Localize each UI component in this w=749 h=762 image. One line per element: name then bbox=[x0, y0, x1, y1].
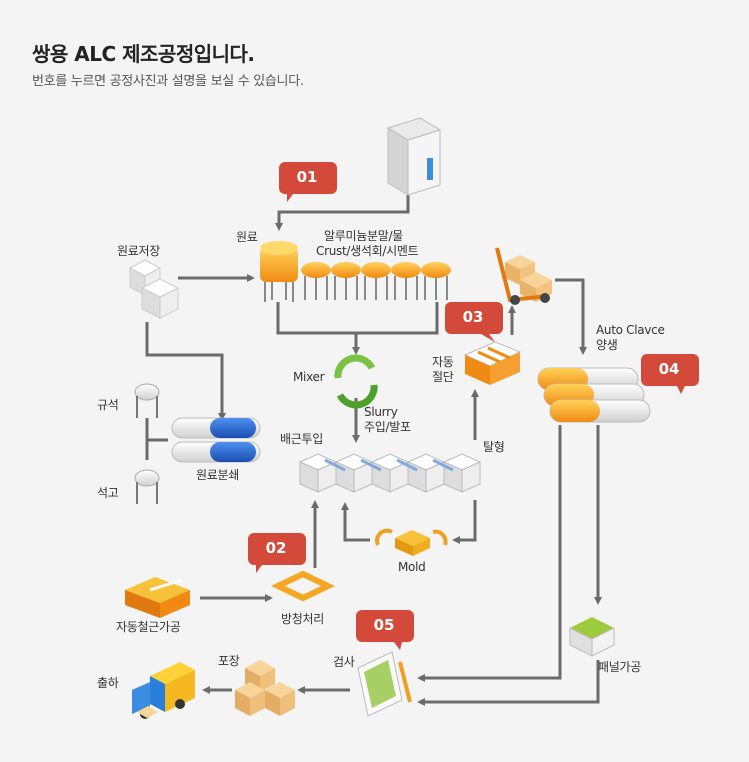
auto-cut-icon bbox=[463, 341, 522, 385]
hand-truck-icon bbox=[495, 247, 552, 305]
mold-icon bbox=[375, 528, 448, 556]
label-raw-storage: 원료저장 bbox=[117, 244, 160, 258]
label-autoclave-1: Auto Clavce bbox=[596, 323, 665, 337]
label-slurry-1: Slurry bbox=[364, 405, 398, 419]
label-batch-input: 배근투입 bbox=[280, 432, 323, 446]
packing-boxes-icon bbox=[235, 660, 295, 716]
label-additives-1: 알루미늄분말/물 bbox=[324, 229, 403, 243]
step-badge-03[interactable]: 03 bbox=[445, 302, 503, 342]
step-badge-02[interactable]: 02 bbox=[248, 533, 306, 573]
additive-silos-icon bbox=[301, 262, 451, 300]
label-mixer: Mixer bbox=[293, 370, 325, 384]
mixer-icon bbox=[334, 354, 378, 409]
silica-tank-icon bbox=[134, 383, 160, 418]
step-badge-label: 02 bbox=[265, 539, 287, 557]
step-badge-label: 01 bbox=[296, 168, 318, 186]
step-badge-label: 03 bbox=[462, 308, 484, 326]
step-badge-01[interactable]: 01 bbox=[279, 162, 337, 202]
label-raw-material: 원료 bbox=[236, 230, 258, 244]
label-slurry-2: 주입/발포 bbox=[364, 420, 411, 434]
anticorrosion-frame-icon bbox=[271, 570, 335, 602]
label-shipping: 출하 bbox=[97, 676, 119, 690]
label-auto-cut-1: 자동 bbox=[432, 355, 454, 369]
label-additives-2: Crust/생석회/시멘트 bbox=[316, 244, 419, 258]
grinding-mill-icon bbox=[171, 417, 261, 463]
truck-icon bbox=[132, 662, 195, 719]
flow-arrows bbox=[145, 195, 602, 706]
page-subtitle: 번호를 누르면 공정사진과 설명을 보실 수 있습니다. bbox=[32, 74, 304, 89]
step-badge-05[interactable]: 05 bbox=[356, 610, 414, 650]
label-raw-grinding: 원료분쇄 bbox=[196, 468, 239, 482]
rebar-machine-icon bbox=[125, 577, 190, 618]
batch-molds-icon bbox=[298, 453, 482, 493]
label-auto-cut-2: 절단 bbox=[432, 370, 454, 384]
step-badge-label: 05 bbox=[373, 616, 395, 634]
server-icon bbox=[386, 117, 442, 196]
label-autoclave-2: 양생 bbox=[596, 338, 618, 352]
autoclave-icon bbox=[537, 367, 651, 423]
raw-storage-icon bbox=[128, 259, 180, 319]
label-inspection: 검사 bbox=[333, 655, 355, 669]
label-demold: 탈형 bbox=[483, 440, 505, 454]
label-panel-processing: 패널가공 bbox=[598, 660, 641, 674]
step-badge-label: 04 bbox=[658, 360, 680, 378]
step-badge-04[interactable]: 04 bbox=[641, 354, 699, 394]
panel-box-icon bbox=[569, 617, 615, 657]
label-packing: 포장 bbox=[218, 654, 240, 668]
label-gypsum: 석고 bbox=[97, 486, 119, 500]
inspection-document-icon bbox=[357, 651, 412, 717]
label-mold: Mold bbox=[398, 560, 426, 574]
gypsum-tank-icon bbox=[134, 469, 160, 504]
raw-silo-icon bbox=[260, 241, 298, 302]
label-rebar-processing: 자동철근가공 bbox=[116, 620, 181, 634]
label-silica: 규석 bbox=[97, 398, 119, 412]
page-title: 쌍용 ALC 제조공정입니다. bbox=[32, 42, 255, 66]
label-anticorrosion: 방청처리 bbox=[281, 612, 324, 626]
